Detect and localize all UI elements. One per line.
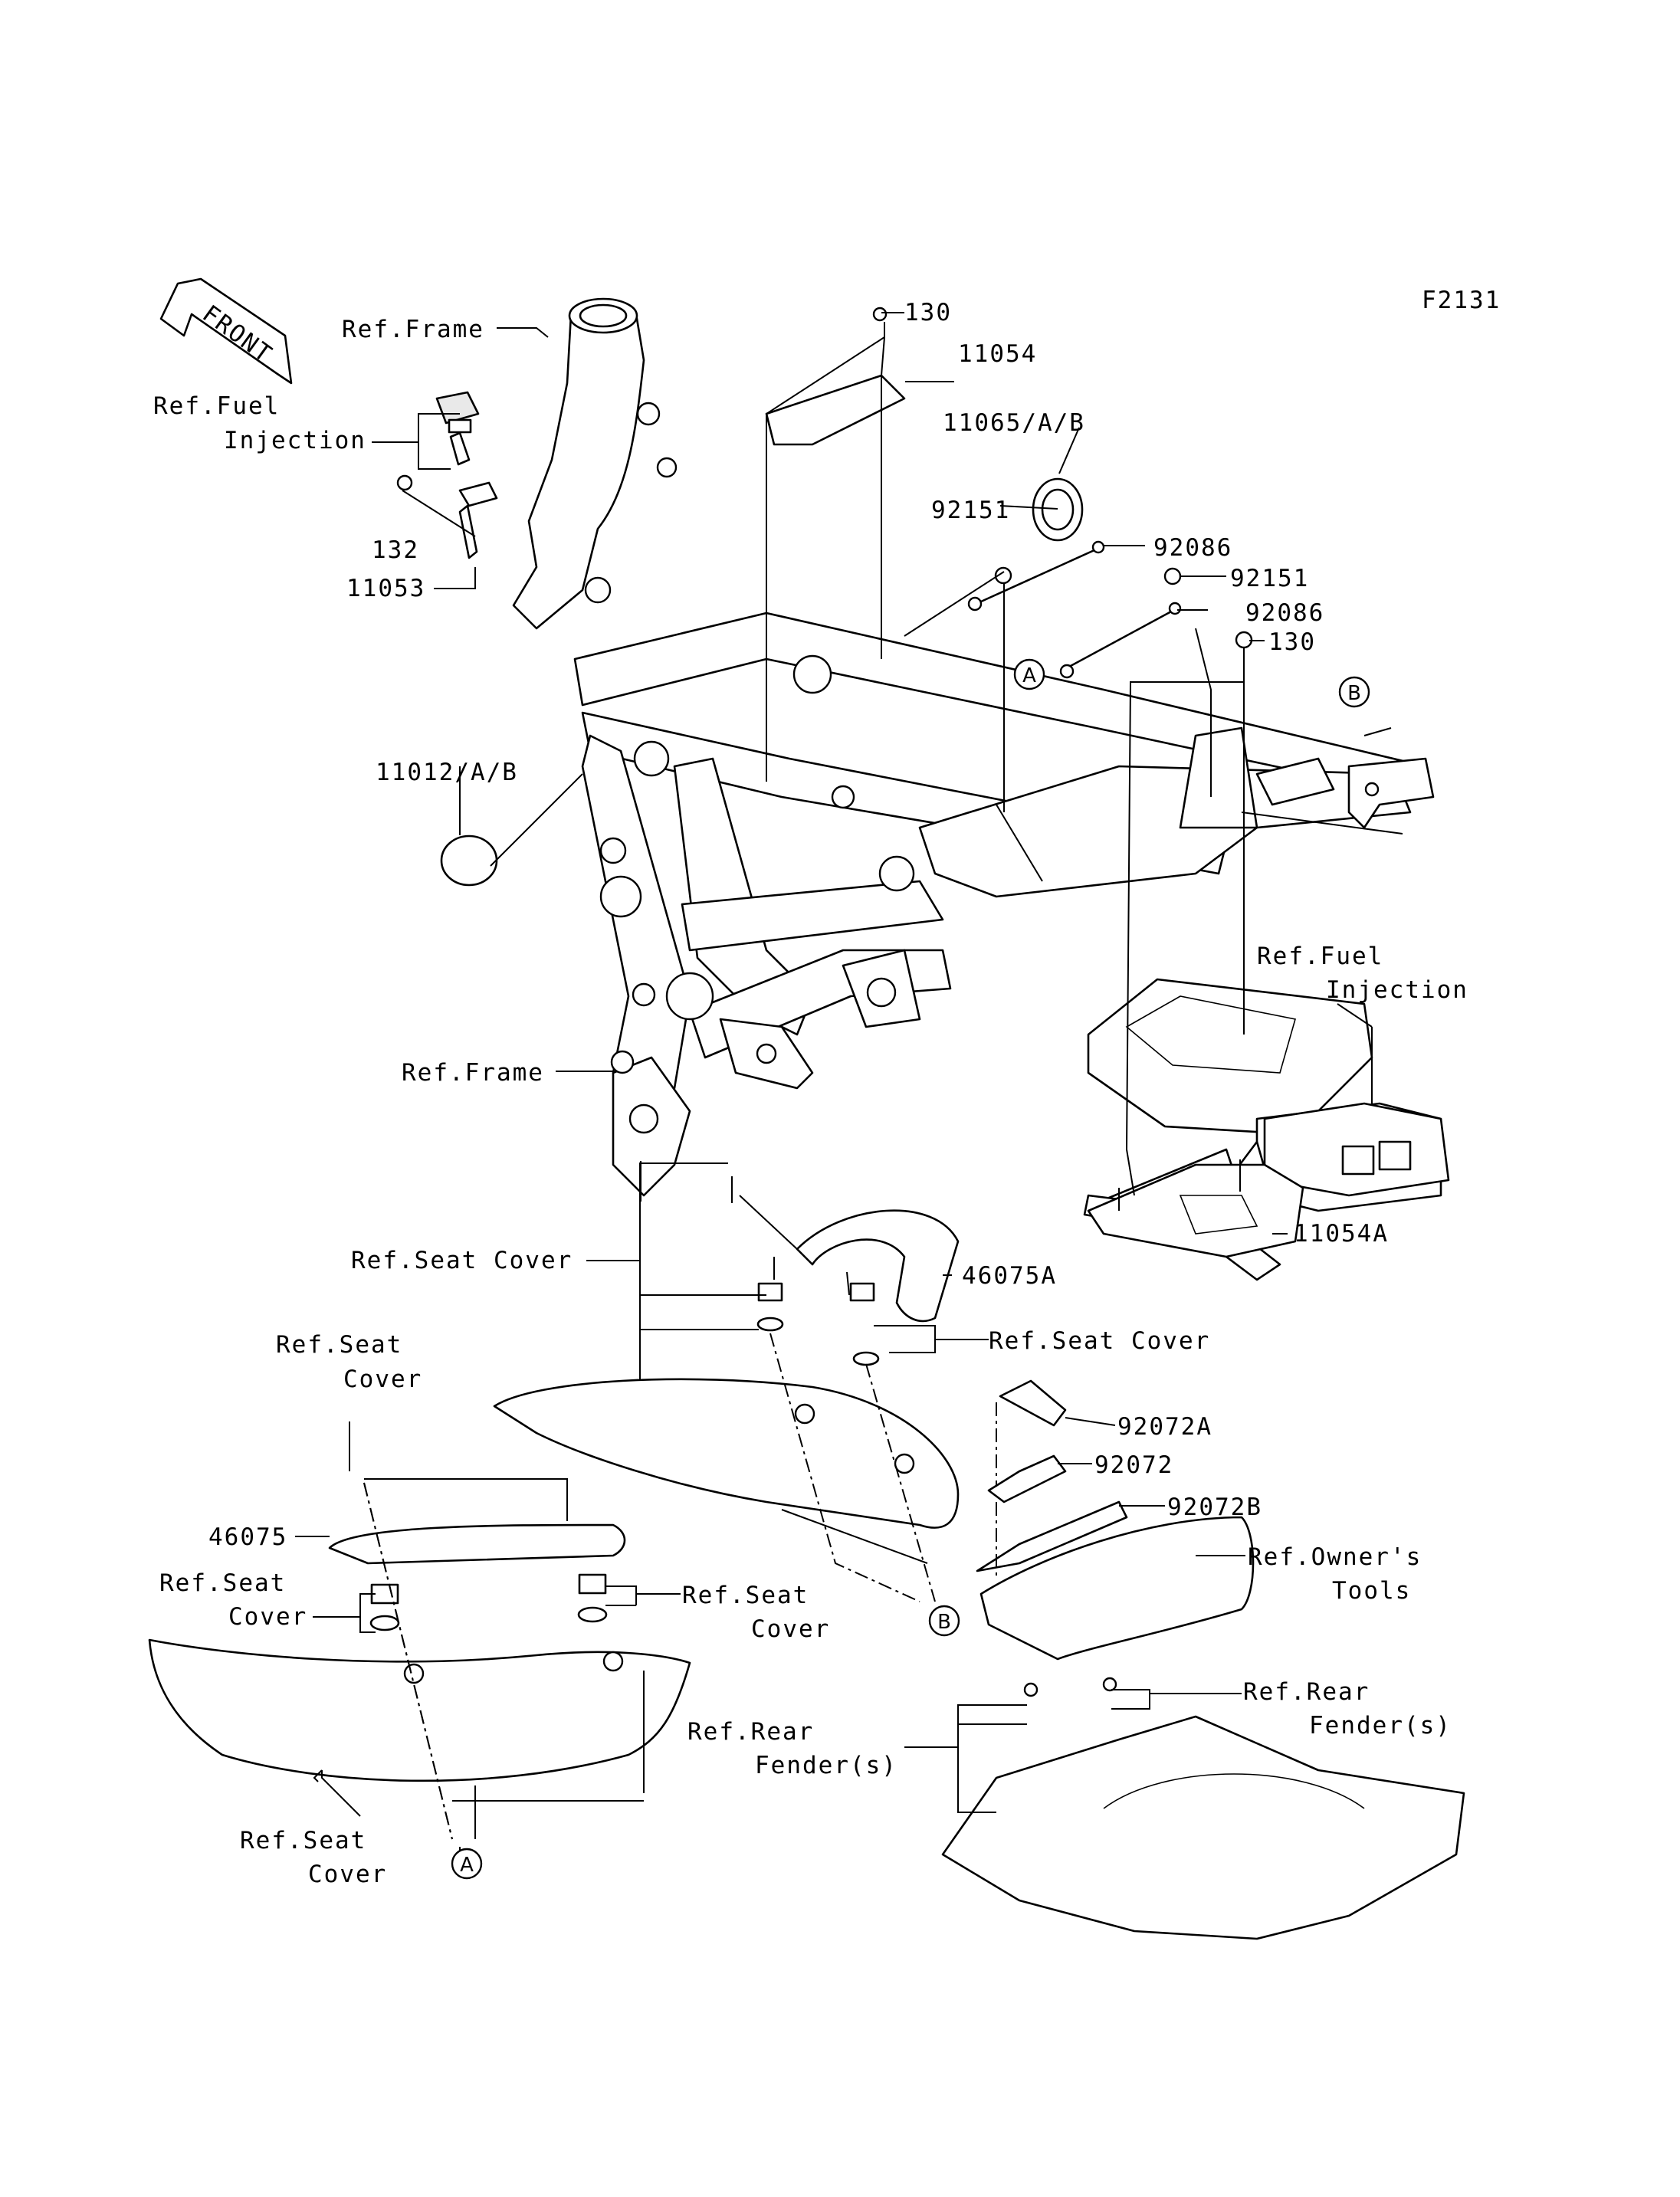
sensor-bracket-drawing [396,391,498,559]
grab-rail-46075-drawing [328,1523,626,1565]
svg-text:B: B [937,1611,951,1634]
label-ref-rear-fender-left-1: Ref.Rear [687,1718,814,1746]
label-part-92072a: 92072A [1117,1413,1212,1441]
plate-11054a-drawing [1087,1163,1304,1258]
label-part-92151-b: 92151 [1230,565,1309,592]
label-ref-seat-cover-left-2: Cover [343,1366,422,1393]
grommet-11065-drawing [1032,477,1084,542]
grab-rail-46075a-drawing [796,1209,960,1323]
label-part-11054: 11054 [958,340,1037,368]
strap-92072b-drawing [976,1500,1128,1572]
label-part-46075: 46075 [208,1523,287,1551]
label-ref-fuel-injection-right-2: Injection [1326,976,1468,1004]
label-ref-seat-cover-bottom-2: Cover [308,1861,387,1888]
label-ref-frame-bottom: Ref.Frame [402,1059,544,1087]
label-ref-rear-fender-right-2: Fender(s) [1309,1712,1452,1740]
label-part-92072b: 92072B [1167,1494,1262,1521]
label-part-92151-a: 92151 [931,497,1010,524]
label-ref-seat-cover-bottom-1: Ref.Seat [240,1827,366,1854]
label-part-132: 132 [372,536,419,564]
label-part-92086-a: 92086 [1153,534,1232,562]
strap-92072-drawing [987,1454,1067,1503]
label-ref-frame-top: Ref.Frame [342,316,484,343]
label-ref-owners-tools-2: Tools [1332,1577,1411,1605]
main-frame-drawing [512,297,1435,1197]
strap-92072a-drawing [999,1379,1067,1427]
tool-pouch-drawing [979,1516,1255,1661]
label-ref-rear-fender-left-2: Fender(s) [755,1752,897,1779]
cap-11012-drawing [440,835,498,887]
diagram-code: F2131 [1422,287,1501,314]
label-ref-seat-cover-left-mid-2: Cover [228,1603,307,1631]
label-part-11053: 11053 [346,575,425,602]
svg-text:A: A [460,1854,474,1877]
svg-text:A: A [1022,664,1036,687]
seat-cover-center-drawing [493,1378,960,1529]
label-part-130-top: 130 [904,299,952,326]
front-arrow-icon: FRONT [159,277,293,385]
label-ref-owners-tools-1: Ref.Owner's [1248,1543,1422,1571]
cable-92086-drawing [967,540,1182,679]
seat-cowl-left-drawing [148,1638,691,1782]
svg-text:B: B [1347,682,1361,705]
leader-lines [295,312,1403,1870]
label-part-11012: 11012/A/B [376,759,518,786]
label-ref-seat-cover-center: Ref.Seat Cover [351,1247,573,1274]
rear-fender-drawing [941,1677,1465,1940]
collar-icons [756,1282,880,1366]
label-part-92072: 92072 [1094,1451,1173,1479]
label-ref-fuel-injection-right-1: Ref.Fuel [1257,943,1383,970]
label-ref-seat-cover-left-mid-1: Ref.Seat [159,1569,286,1597]
bracket-11054-drawing [765,307,906,446]
callout-b-seat: B [928,1605,960,1637]
label-part-11054a: 11054A [1294,1220,1389,1248]
label-ref-fuel-injection-left-2: Injection [224,427,366,454]
label-ref-seat-cover-left-1: Ref.Seat [276,1331,402,1359]
label-ref-seat-cover-mid-right-2: Cover [751,1615,830,1643]
label-ref-fuel-injection-left-1: Ref.Fuel [153,392,280,420]
bolt-icons [994,566,1253,649]
label-part-11065: 11065/A/B [943,409,1085,437]
callout-b-frame: B [1338,676,1370,708]
callout-a-seat: A [451,1848,483,1880]
collar-left-icons [369,1573,608,1631]
label-part-92086-b: 92086 [1245,599,1324,627]
label-part-46075a: 46075A [962,1262,1057,1290]
label-part-130-b: 130 [1268,628,1316,656]
label-ref-seat-cover-center-right: Ref.Seat Cover [989,1327,1210,1355]
callout-a-frame: A [1013,658,1045,690]
label-ref-seat-cover-mid-right-1: Ref.Seat [682,1582,809,1609]
label-ref-rear-fender-right-1: Ref.Rear [1243,1678,1370,1706]
